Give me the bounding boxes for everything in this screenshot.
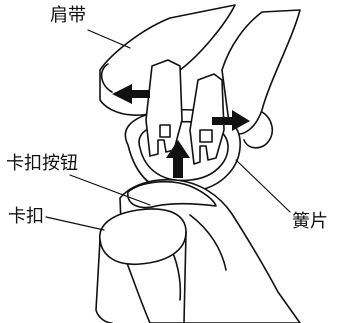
leader-buckle <box>46 217 104 230</box>
label-buckle: 卡扣 <box>8 208 44 226</box>
leader-reed <box>236 160 290 212</box>
leader-shoulder-strap <box>88 30 130 48</box>
label-reed: 簧片 <box>292 213 328 231</box>
left-reed <box>146 60 182 156</box>
label-buckle-button: 卡扣按钮 <box>6 155 78 173</box>
label-shoulder-strap: 肩带 <box>50 7 86 25</box>
